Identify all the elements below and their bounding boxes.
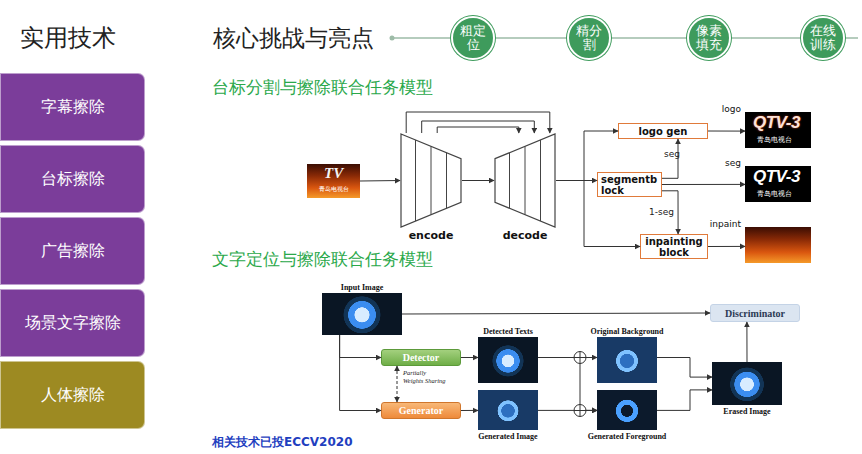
connector	[461, 410, 478, 411]
output-image: logoQTV-3青岛电视台	[745, 112, 811, 148]
node-text: logo	[722, 104, 741, 114]
module-box: inpainting block	[640, 234, 708, 259]
category-button: 场景文字擦除	[0, 289, 145, 357]
image-panel: Generated Foreground	[597, 390, 657, 430]
step-circle: 粗定位	[451, 16, 495, 60]
category-button: 广告擦除	[0, 217, 145, 285]
image-panel: Erased Image	[712, 362, 782, 405]
connector	[462, 180, 494, 181]
node-text: inpainting block	[641, 236, 707, 258]
category-button: 台标擦除	[0, 145, 145, 213]
node-text: 场景文字擦除	[25, 313, 121, 334]
connector	[340, 335, 381, 411]
node-text: seg	[725, 158, 741, 168]
text-label: 文字定位与擦除联合任务模型	[212, 248, 433, 271]
connector	[657, 358, 712, 378]
module-box: segmentblock	[597, 172, 662, 197]
node-text: Generated Image	[478, 432, 537, 441]
decoder-block: decode	[494, 133, 556, 228]
plus-symbol	[574, 405, 586, 417]
connector	[360, 180, 400, 182]
module-box: logo gen	[618, 123, 708, 139]
connector	[556, 131, 618, 181]
connector	[538, 358, 597, 411]
node-text: Generator	[399, 405, 443, 416]
node-text: decode	[494, 229, 556, 242]
encoder-shape	[400, 133, 462, 228]
node-text: QTV-3	[753, 113, 800, 133]
node-text: 广告擦除	[41, 241, 105, 262]
node-text: segmentblock	[601, 174, 658, 196]
output-image: inpaint	[745, 227, 811, 263]
network-box: Generator	[381, 402, 461, 419]
connector	[437, 127, 519, 133]
connector	[461, 357, 478, 358]
network-box: Discriminator	[710, 304, 800, 322]
node-text: 在线训练	[809, 24, 837, 52]
edge-label: Partially Weights Sharing	[403, 369, 447, 385]
connector	[556, 180, 597, 181]
step-circle: 像素填充	[687, 16, 731, 60]
connector	[422, 121, 535, 133]
decoder-shape	[494, 133, 556, 228]
node-text: TV	[324, 165, 343, 182]
step-circle: 在线训练	[801, 16, 845, 60]
node-text: 粗定位	[459, 24, 487, 52]
image-panel: Original Background	[597, 337, 657, 383]
node-text: 像素填充	[695, 24, 723, 52]
connector	[556, 181, 640, 247]
connector	[406, 112, 550, 133]
connector	[402, 313, 710, 314]
node-text: 台标擦除	[41, 169, 105, 190]
plus-symbol	[574, 352, 586, 364]
encoder-block: encode	[400, 133, 462, 228]
connector	[538, 410, 597, 411]
connector	[538, 357, 597, 358]
node-text: logo gen	[639, 126, 688, 137]
node-text: Detector	[403, 352, 440, 363]
network-box: Detector	[381, 349, 461, 366]
text-label: 台标分割与擦除联合任务模型	[212, 76, 433, 99]
image-panel: Generated Image	[478, 390, 538, 430]
node-text: 青岛电视台	[757, 189, 792, 199]
node-text: 青岛电视台	[319, 185, 349, 194]
edge-label: 1-seg	[649, 207, 674, 217]
connector	[708, 131, 745, 132]
category-button: 字幕擦除	[0, 73, 145, 141]
node-text: 字幕擦除	[41, 97, 105, 118]
connector	[657, 390, 712, 411]
node-text: inpaint	[710, 219, 741, 229]
category-button: 人体擦除	[0, 361, 145, 429]
output-image: segQTV-3青岛电视台	[745, 166, 811, 202]
step-circle: 精分割	[567, 16, 611, 60]
node-text: 人体擦除	[41, 385, 105, 406]
node-text: QTV-3	[753, 167, 800, 187]
connector	[340, 335, 381, 358]
node-text: Discriminator	[725, 308, 785, 319]
node-text: Generated Foreground	[588, 432, 667, 441]
connector	[397, 366, 398, 402]
input-image: TV 青岛电视台	[307, 164, 360, 198]
node-text: 精分割	[575, 24, 603, 52]
slide-title: 核心挑战与亮点	[213, 23, 374, 54]
node-text: 青岛电视台	[757, 135, 792, 145]
connector	[746, 322, 747, 362]
node-text: Input Image	[341, 283, 383, 292]
timeline-dot	[390, 36, 395, 41]
image-panel: Input Image	[322, 293, 402, 335]
node-text: Detected Texts	[483, 327, 533, 336]
node-text: Original Background	[591, 327, 664, 336]
image-panel: Detected Texts	[478, 337, 538, 383]
connector	[662, 184, 745, 185]
connector	[708, 246, 745, 247]
text-label: 实用技术	[20, 22, 116, 54]
footnote: 相关技术已投ECCV2020	[212, 434, 353, 451]
node-text: Erased Image	[723, 407, 770, 416]
node-text: encode	[400, 229, 462, 242]
edge-label: seg	[664, 149, 680, 159]
